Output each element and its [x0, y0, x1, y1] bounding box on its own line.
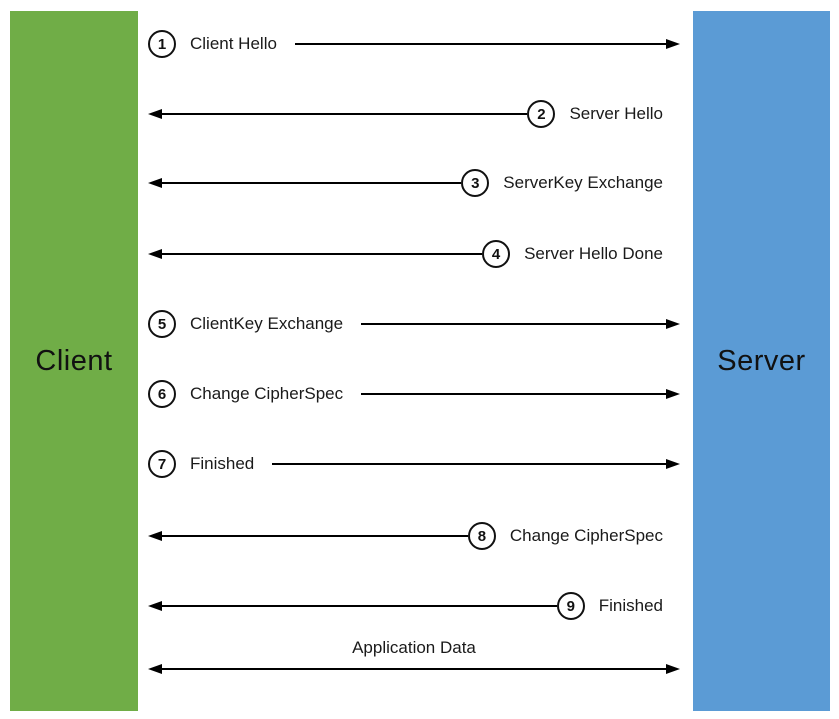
step-number-badge: 8	[467, 522, 496, 550]
arrowhead-left-icon	[148, 249, 162, 259]
client-box: Client	[10, 11, 138, 711]
arrow-left-icon	[148, 601, 557, 611]
message-label: Change CipherSpec	[190, 384, 344, 403]
application-data-row: Application Data	[138, 638, 693, 674]
arrow-left-icon	[148, 531, 468, 541]
arrowhead-right-icon	[666, 389, 680, 399]
arrow-shaft	[162, 668, 666, 670]
message-label: Change CipherSpec	[509, 526, 663, 545]
message-lane: 1 Client Hello 2 Server Hello 3 ServerKe…	[138, 0, 693, 719]
message-row-finished-server: 9 Finished	[138, 571, 693, 641]
arrowhead-left-icon	[148, 664, 162, 674]
arrow-bidirectional-icon	[148, 664, 680, 674]
message-row-change-cipherspec-client: 6 Change CipherSpec	[138, 359, 693, 429]
step-number-badge: 5	[148, 310, 176, 338]
arrow-shaft	[361, 393, 666, 395]
message-label: ClientKey Exchange	[190, 314, 344, 333]
arrowhead-right-icon	[666, 39, 680, 49]
step-number-badge: 2	[527, 100, 556, 128]
step-number-badge: 3	[461, 169, 490, 197]
arrow-shaft	[361, 323, 666, 325]
message-row-clientkey-exchange: 5 ClientKey Exchange	[138, 289, 693, 359]
arrow-right-icon	[294, 39, 680, 49]
client-label: Client	[35, 344, 113, 377]
arrow-shaft	[162, 253, 483, 255]
arrow-shaft	[162, 605, 557, 607]
server-label: Server	[717, 344, 806, 377]
arrowhead-right-icon	[666, 319, 680, 329]
message-label: Server Hello Done	[524, 244, 663, 263]
message-row-server-hello-done: 4 Server Hello Done	[138, 219, 693, 289]
arrowhead-right-icon	[666, 664, 680, 674]
step-number-badge: 9	[556, 592, 585, 620]
message-label: Server Hello	[569, 104, 663, 123]
arrow-shaft	[162, 535, 468, 537]
step-number-badge: 4	[482, 240, 511, 268]
arrow-right-icon	[361, 319, 680, 329]
server-box: Server	[693, 11, 830, 711]
step-number-badge: 6	[148, 380, 176, 408]
message-row-server-hello: 2 Server Hello	[138, 79, 693, 149]
step-number-badge: 1	[148, 30, 176, 58]
arrowhead-left-icon	[148, 601, 162, 611]
arrow-right-icon	[361, 389, 680, 399]
message-label: ServerKey Exchange	[503, 173, 663, 192]
arrow-left-icon	[148, 178, 462, 188]
arrow-shaft	[162, 182, 462, 184]
arrow-shaft	[162, 113, 528, 115]
arrowhead-left-icon	[148, 178, 162, 188]
arrow-shaft	[272, 463, 666, 465]
message-row-client-hello: 1 Client Hello	[138, 9, 693, 79]
message-row-change-cipherspec-server: 8 Change CipherSpec	[138, 501, 693, 571]
message-label: Finished	[598, 596, 663, 615]
step-number-badge: 7	[148, 450, 176, 478]
message-label: Finished	[190, 454, 255, 473]
message-row-finished-client: 7 Finished	[138, 429, 693, 499]
message-label: Client Hello	[190, 34, 277, 53]
arrow-left-icon	[148, 249, 483, 259]
message-row-serverkey-exchange: 3 ServerKey Exchange	[138, 148, 693, 218]
arrowhead-left-icon	[148, 109, 162, 119]
application-data-label: Application Data	[352, 638, 476, 657]
arrow-shaft	[294, 43, 666, 45]
arrowhead-left-icon	[148, 531, 162, 541]
arrow-left-icon	[148, 109, 528, 119]
arrowhead-right-icon	[666, 459, 680, 469]
arrow-right-icon	[272, 459, 680, 469]
